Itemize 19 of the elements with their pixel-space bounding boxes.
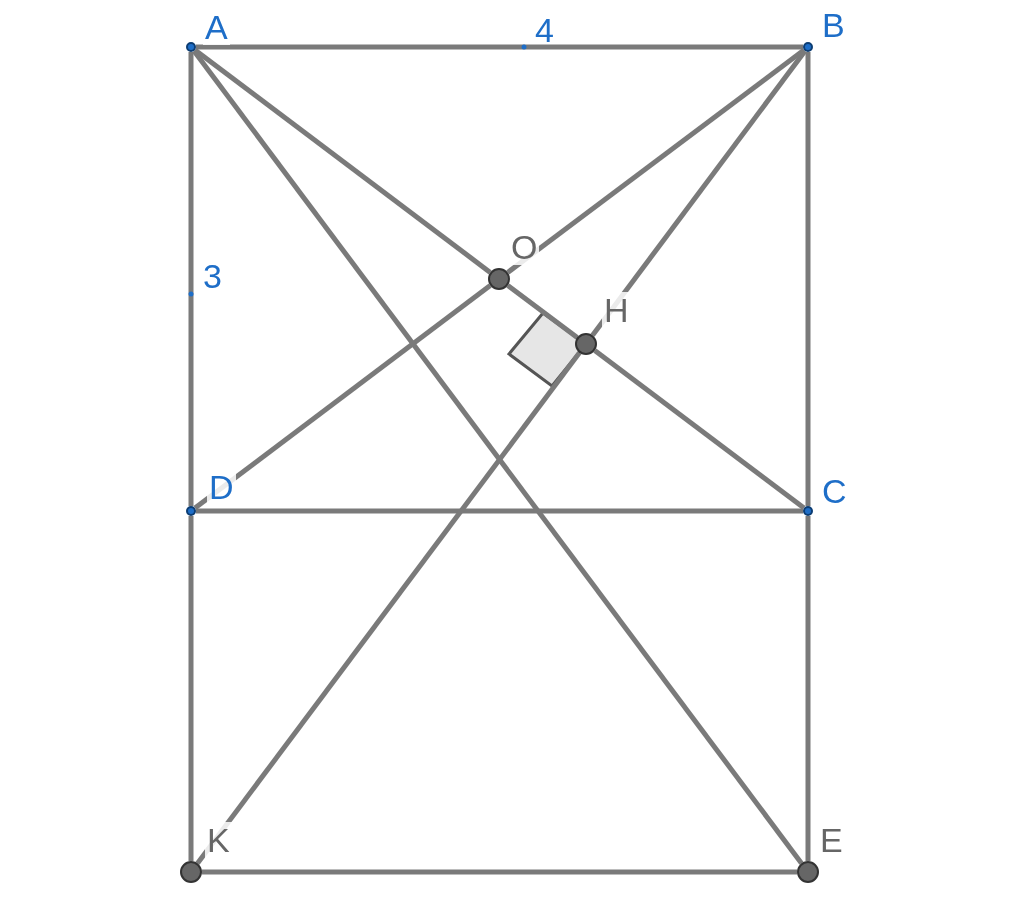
line-segment [805, 52, 811, 506]
line-segment [506, 48, 806, 275]
line-segment [196, 44, 803, 50]
line-segment [196, 508, 803, 514]
line-segment [188, 516, 194, 861]
line-segment [193, 283, 492, 510]
line-segment [193, 48, 492, 275]
line-segment [202, 869, 797, 875]
line-segment [195, 351, 582, 865]
line-segment [590, 49, 807, 337]
length-label: 4 [535, 12, 554, 48]
point-label: H [602, 292, 631, 328]
point-label: K [205, 822, 232, 858]
length-label: 3 [203, 258, 222, 294]
line-segment [188, 52, 194, 506]
line-segment [192, 49, 804, 865]
line-segment [593, 348, 806, 510]
line-segment [506, 283, 579, 340]
line-segment [805, 516, 811, 861]
